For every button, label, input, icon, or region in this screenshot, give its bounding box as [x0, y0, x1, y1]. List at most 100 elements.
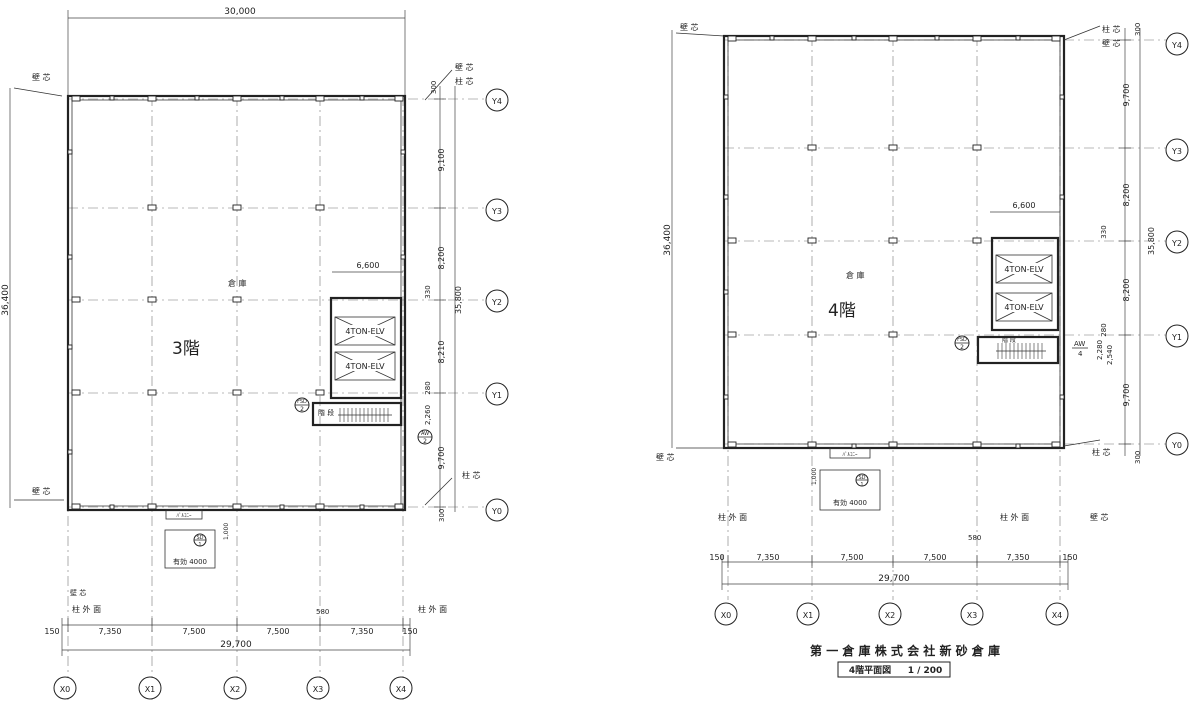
axis-marker-y4	[1165, 32, 1189, 56]
dim-580: 580	[316, 608, 329, 616]
elevator-1-label: 4TON-ELV	[345, 327, 385, 336]
fsd-door-number: 2	[960, 344, 964, 351]
label-column-outer-right: 柱 外 面	[1000, 512, 1029, 522]
elevator-car-1	[334, 316, 396, 346]
label-wall-core-bottom-left: 壁 芯	[656, 452, 675, 462]
door-note-box	[164, 529, 216, 569]
canopy-dimension: 1,000	[223, 523, 230, 540]
dim-bottom-5: 150	[402, 627, 417, 636]
overall-height-right: 35,800	[454, 286, 463, 314]
axis-label-x0: X0	[60, 685, 71, 694]
bottom-dimension-chain: 150 7,350 7,500 7,500 7,350 150 29,700	[709, 553, 1078, 590]
dim-9100: 9,100	[437, 149, 446, 172]
axis-label-y0: Y0	[1171, 441, 1182, 450]
axis-label-y2: Y2	[491, 298, 502, 307]
elevator-car-1	[995, 254, 1053, 284]
dim-580: 580	[968, 534, 981, 542]
dim-bottom-3: 7,500	[924, 553, 947, 562]
axis-marker-x0	[53, 676, 77, 700]
label-column-outer-left: 柱 外 面	[72, 604, 101, 614]
aw-window-code: AW	[1074, 340, 1085, 348]
exterior-wall	[66, 94, 407, 512]
axis-label-x0: X0	[721, 611, 732, 620]
label-wall-core-bottom-left: 壁 芯	[32, 486, 51, 496]
dim-bottom-0: 150	[709, 553, 724, 562]
dim-bottom-1: 7,350	[757, 553, 780, 562]
dim-bottom-1: 7,350	[99, 627, 122, 636]
overall-width-bottom: 29,700	[220, 640, 252, 650]
axis-label-x4: X4	[396, 685, 407, 694]
drawing-title-box	[837, 661, 951, 678]
elevator-car-2	[995, 292, 1053, 322]
axis-marker-y2	[485, 289, 509, 313]
dim-8200-a: 8,200	[437, 247, 446, 270]
dim-bottom-3: 7,500	[267, 627, 290, 636]
dim-8200-a: 8,200	[1122, 184, 1131, 207]
axis-marker-x1	[138, 676, 162, 700]
label-wall-core-right: 壁 芯	[455, 62, 474, 72]
label-wall-core-top-left: 壁 芯	[680, 22, 699, 32]
dim-300-bottom: 300	[438, 509, 446, 522]
dim-300-top: 300	[430, 81, 438, 94]
label-column-outer-right: 柱 外 面	[418, 604, 447, 614]
axis-label-y1: Y1	[1171, 333, 1182, 342]
elevator-shaft-wall	[990, 236, 1060, 332]
drawing-title: 4階平面図	[849, 664, 891, 676]
dim-330: 330	[424, 285, 432, 298]
axis-marker-x4	[389, 676, 413, 700]
x-axis-markers: X0 X1 X2 X3 X4	[53, 676, 413, 700]
axis-marker-y0	[485, 498, 509, 522]
stair-wall	[311, 401, 403, 427]
dim-bottom-4: 7,350	[1007, 553, 1030, 562]
axis-marker-x3	[960, 602, 984, 626]
room-label: 倉 庫	[228, 278, 247, 288]
dim-2260: 2,260	[424, 405, 432, 425]
sd-door-number: 1	[198, 542, 201, 548]
label-wall-core-right: 壁 芯	[1102, 38, 1121, 48]
right-dimension-chain: 300 9,100 8,200 330 8,210 280 2,260 9,70…	[424, 81, 463, 522]
dim-8200-b: 8,200	[1122, 279, 1131, 302]
axis-marker-y0	[1165, 432, 1189, 456]
elevator-core: 6,600 4TON-ELV 4TON-ELV	[990, 201, 1060, 332]
label-column-outer-left: 柱 外 面	[718, 512, 747, 522]
axis-label-y0: Y0	[491, 507, 502, 516]
aw-window-code: AW	[421, 431, 429, 437]
fourth-floor-plan: 36,400 壁 芯 壁 芯	[656, 22, 1189, 626]
axis-label-y4: Y4	[491, 97, 502, 106]
leader-line	[13, 87, 63, 97]
dim-bottom-4: 7,350	[351, 627, 374, 636]
canopy	[165, 509, 203, 520]
overall-height-left: 36,400	[1, 284, 11, 316]
label-wall-core-bottom: 壁 芯	[70, 588, 86, 597]
label-column-core-top-right: 柱 芯	[1102, 24, 1121, 34]
dim-9700-bottom: 9,700	[1122, 384, 1131, 407]
y-axis-markers: Y4 Y3 Y2 Y1 Y0	[485, 88, 509, 522]
overall-height-right: 35,800	[1147, 227, 1156, 255]
axis-label-y3: Y3	[491, 207, 502, 216]
axis-label-x4: X4	[1052, 611, 1063, 620]
axis-marker-y3	[485, 198, 509, 222]
axis-label-x1: X1	[145, 685, 156, 694]
sd-door-number: 1	[860, 482, 863, 488]
opening-label: 有効 4000	[833, 498, 867, 507]
axis-marker-x2	[223, 676, 247, 700]
axis-marker-x3	[306, 676, 330, 700]
axis-marker-y4	[485, 88, 509, 112]
sd-door-code: SD	[858, 475, 865, 481]
canopy-label: ﾊﾞﾙｺﾆｰ	[842, 451, 858, 458]
third-floor-plan: 30,000 36,400 壁 芯 壁 芯	[1, 7, 509, 700]
dim-9700: 9,700	[437, 447, 446, 470]
room-label: 倉 庫	[846, 270, 865, 280]
elevator-2-label: 4TON-ELV	[345, 362, 385, 371]
title-block: 第 一 倉 庫 株 式 会 社 新 砂 倉 庫 4階平面図 1 / 200	[810, 643, 1000, 678]
label-wall-core-bottom-right: 壁 芯	[1090, 512, 1109, 522]
y-axis-markers: Y4 Y3 Y2 Y1 Y0	[1165, 32, 1189, 456]
elevator-1-label: 4TON-ELV	[1004, 265, 1044, 274]
dim-330: 330	[1100, 225, 1108, 238]
x-axis-markers: X0 X1 X2 X3 X4	[714, 602, 1069, 626]
overall-width-top: 30,000	[224, 7, 256, 17]
floor-note: 4階	[828, 301, 856, 321]
dim-9700-top: 9,700	[1122, 84, 1131, 107]
label-wall-core-top-left: 壁 芯	[32, 72, 51, 82]
elevator-width-dimension: 6,600	[357, 261, 380, 270]
